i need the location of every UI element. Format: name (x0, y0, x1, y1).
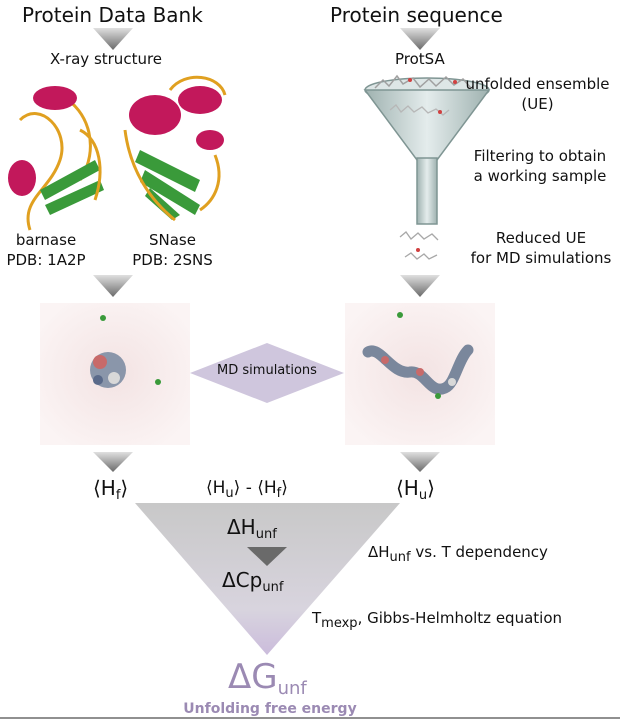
dh-vs-t-note: ΔHunf vs. T dependency (368, 543, 548, 565)
hf-output: ⟨Hf⟩ (93, 476, 129, 503)
arrow-right-out (400, 452, 440, 472)
snase-label: SNase PDB: 2SNS (132, 231, 213, 269)
left-column-title: Protein Data Bank (22, 3, 203, 27)
xray-label: X-ray structure (50, 50, 163, 68)
filter-label: Filtering to obtain a working sample (473, 147, 607, 185)
arrow-right-top (400, 28, 440, 50)
arrow-left-mid (93, 275, 133, 297)
arrow-right-mid (400, 275, 440, 297)
reduced-ue-label: Reduced UE for MD simulations (470, 229, 612, 267)
delta-g-unf: ΔGunf (228, 657, 307, 699)
barnase-structure-image (8, 86, 104, 231)
enthalpy-difference: ⟨Hu⟩ - ⟨Hf⟩ (206, 478, 288, 501)
delta-h-unf: ΔHunf (227, 515, 277, 542)
unfolded-simulation-box (345, 303, 495, 445)
unfolding-free-energy-label: Unfolding free energy (183, 701, 357, 717)
arrow-dh-dcp (247, 547, 287, 566)
md-simulations-label: MD simulations (217, 363, 317, 378)
protsa-label: ProtSA (395, 50, 445, 68)
thermo-triangle (135, 503, 400, 655)
ue-label: unfolded ensemble (UE) (465, 75, 610, 113)
delta-cp-unf: ΔCpunf (222, 568, 284, 595)
md-diamond (190, 343, 344, 403)
arrow-left-out (93, 452, 133, 472)
hu-output: ⟨Hu⟩ (396, 476, 435, 503)
gibbs-helmholtz-note: Tmexp, Gibbs-Helmholtz equation (312, 609, 563, 631)
snase-structure-image (123, 75, 227, 222)
arrow-left-top (93, 28, 133, 50)
funnel-image (363, 74, 491, 260)
right-column-title: Protein sequence (330, 3, 503, 27)
folded-simulation-box (40, 303, 190, 445)
barnase-label: barnase PDB: 1A2P (6, 231, 86, 269)
